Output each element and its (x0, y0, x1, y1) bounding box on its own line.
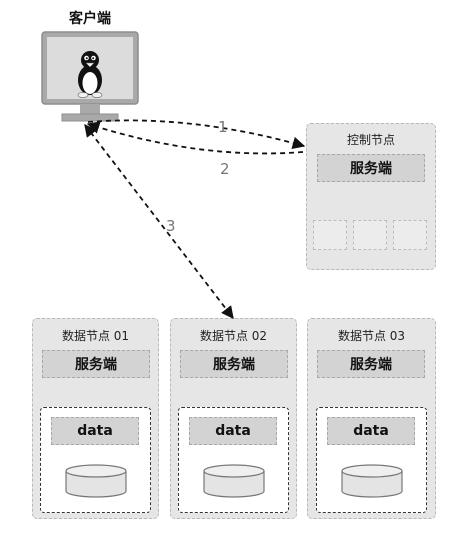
data-node-02: 数据节点 02 服务端 data (170, 318, 297, 519)
client-monitor-icon (41, 31, 139, 122)
database-cylinder-icon (341, 464, 403, 498)
control-node-title: 控制节点 (346, 133, 395, 147)
data-node-title: 数据节点 03 (337, 329, 406, 343)
control-node-slot (353, 220, 387, 250)
edge-arrow-1 (87, 119, 306, 150)
database-cylinder-icon (203, 464, 265, 498)
control-node: 控制节点 服务端 (306, 123, 436, 270)
client-label: 客户端 (69, 11, 111, 27)
data-label: data (189, 417, 277, 445)
linux-penguin-icon (77, 51, 103, 98)
control-node-slot (393, 220, 427, 250)
data-node-03: 数据节点 03 服务端 data (307, 318, 436, 519)
data-node-service: 服务端 (180, 350, 288, 378)
edge-label-1: 1 (218, 118, 228, 136)
data-label: data (51, 417, 139, 445)
control-node-slot (313, 220, 347, 250)
data-node-title: 数据节点 01 (61, 329, 130, 343)
data-store-container: data (40, 407, 151, 513)
data-node-service: 服务端 (42, 350, 150, 378)
edge-arrow-2 (86, 121, 304, 155)
edge-label-3: 3 (166, 217, 176, 235)
data-node-service: 服务端 (317, 350, 425, 378)
data-label: data (327, 417, 415, 445)
data-node-title: 数据节点 02 (199, 329, 268, 343)
database-cylinder-icon (65, 464, 127, 498)
data-node-01: 数据节点 01 服务端 data (32, 318, 159, 519)
data-store-container: data (316, 407, 427, 513)
edge-arrow-3 (84, 124, 234, 319)
edge-label-2: 2 (220, 160, 230, 178)
control-node-service: 服务端 (317, 154, 425, 182)
data-store-container: data (178, 407, 289, 513)
